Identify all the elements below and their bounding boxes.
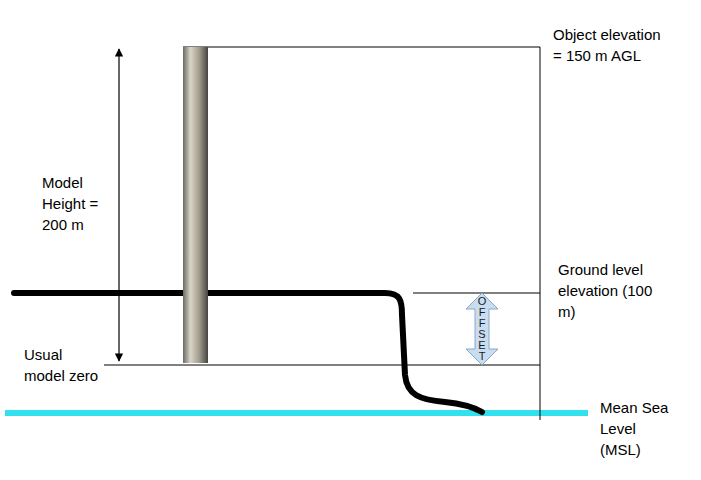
object-top-line <box>183 47 540 48</box>
ground-level-line <box>413 293 540 294</box>
offset-label: OFFSET <box>477 296 488 362</box>
model-height-arrow <box>118 49 119 361</box>
model-height-label: Model Height = 200 m <box>42 172 102 235</box>
elevation-axis-line <box>540 47 541 420</box>
sea-level-label: Mean Sea Level (MSL) <box>600 397 675 460</box>
mast-object <box>183 47 208 363</box>
offset-arrow <box>466 293 498 365</box>
sea-level-line <box>5 410 588 416</box>
ground-profile <box>14 293 482 412</box>
ground-level-label: Ground level elevation (100 m) <box>558 259 653 322</box>
model-zero-label: Usual model zero <box>24 344 104 386</box>
object-elevation-label: Object elevation = 150 m AGL <box>553 24 667 66</box>
